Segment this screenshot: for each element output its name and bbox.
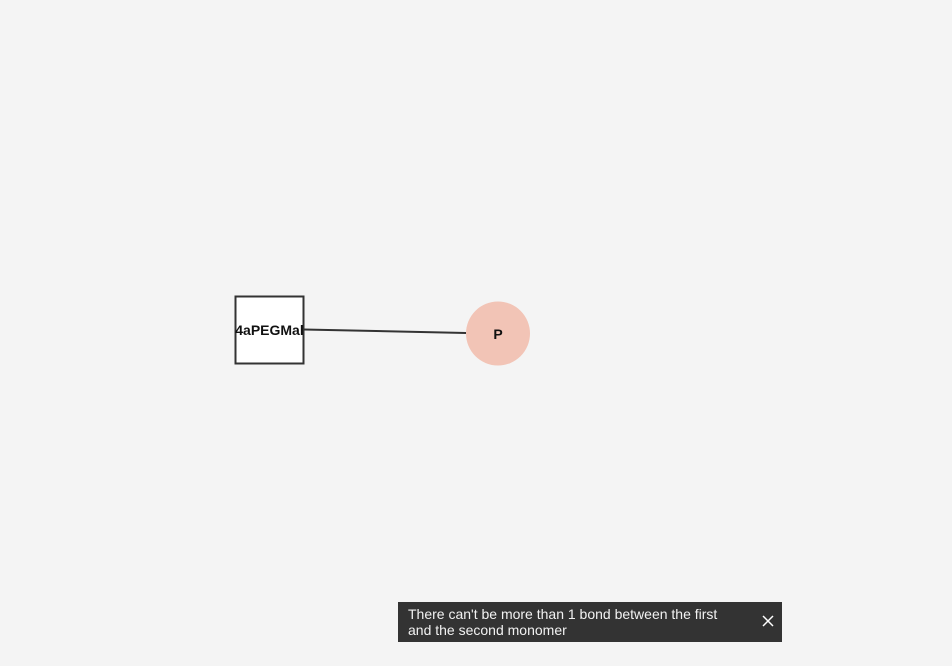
monomer-square-shape[interactable] [234, 295, 305, 365]
toast-close-button[interactable] [754, 602, 782, 642]
bond-edge[interactable] [303, 328, 467, 334]
error-toast: There can't be more than 1 bond between … [398, 602, 782, 642]
toast-message: There can't be more than 1 bond between … [408, 606, 718, 638]
monomer-node-p[interactable]: P [466, 301, 530, 366]
close-icon [762, 614, 774, 630]
monomer-node-4apegmal[interactable]: 4aPEGMal [234, 295, 305, 365]
monomer-label: P [493, 326, 502, 342]
monomer-label: 4aPEGMal [235, 322, 303, 338]
monomer-circle-shape[interactable] [466, 301, 530, 366]
